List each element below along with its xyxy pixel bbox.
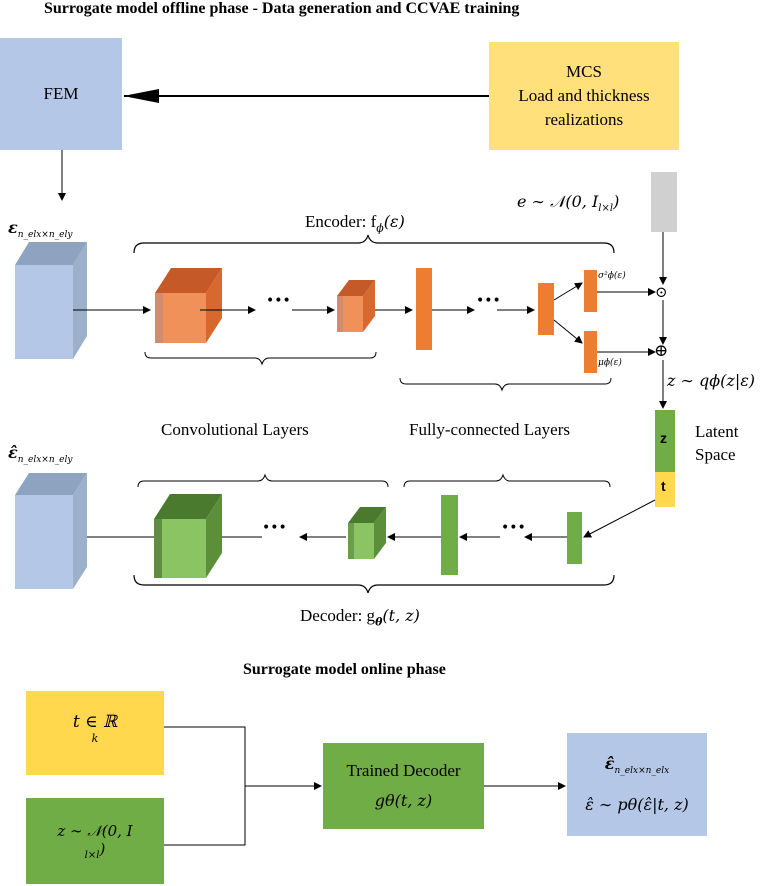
online-output-sub: n_elx×n_elx bbox=[614, 766, 670, 777]
encoder-conv-brace bbox=[144, 351, 377, 366]
decoder-label: Decoder: gθ(t, z) bbox=[300, 606, 420, 628]
online-merge-lines bbox=[164, 726, 246, 846]
enc-to-mu-arrow bbox=[553, 319, 583, 344]
mu-label: μϕ(ε) bbox=[598, 358, 622, 368]
online-output-label: ε̂n_elx×n_elx ε̂ ∼ pθ(ε̂|t, z) bbox=[567, 733, 707, 836]
input-symbol: ε bbox=[8, 218, 18, 237]
decoder-conv-block-1 bbox=[154, 494, 222, 578]
sigma-bar bbox=[584, 270, 597, 312]
decoder-fc-brace bbox=[403, 473, 611, 488]
noise-box bbox=[651, 172, 677, 232]
noise-label: e ∼ 𝒩(0, Il×l) bbox=[517, 192, 619, 214]
odot-symbol: ⊙ bbox=[655, 283, 668, 301]
online-decoder-title: Trained Decoder bbox=[346, 761, 461, 780]
oplus-symbol: ⊕ bbox=[654, 341, 669, 361]
input-subscript: n_elx×n_ely bbox=[17, 230, 73, 241]
encoder-arg: (ε) bbox=[383, 212, 405, 231]
online-z-sub: l×l bbox=[84, 849, 100, 861]
online-t-main: t ∈ ℝ bbox=[72, 712, 118, 733]
latent-z-bar bbox=[655, 410, 675, 472]
enc-to-sigma-arrow bbox=[553, 282, 583, 301]
latent-sample-label: z ∼ qϕ(z|ε) bbox=[667, 371, 756, 390]
online-decoder-label: Trained Decoder gθ(t, z) bbox=[323, 743, 484, 829]
dec-conv-ellipsis: ••• bbox=[262, 520, 287, 536]
latent-to-decoder-arrow bbox=[583, 499, 656, 538]
decoder-arg: (t, z) bbox=[382, 606, 420, 625]
input-label: εn_elx×n_ely bbox=[8, 218, 72, 240]
encoder-label: Encoder: fϕ(ε) bbox=[305, 212, 405, 234]
encoder-phi: ϕ bbox=[376, 221, 384, 235]
mcs-box bbox=[489, 42, 679, 150]
fem-label: FEM bbox=[0, 38, 122, 150]
mcs-line1: Load and thickness bbox=[518, 86, 650, 105]
encoder-conv-block-2 bbox=[337, 280, 375, 332]
encoder-brace bbox=[133, 234, 615, 254]
noise-paren: ) bbox=[613, 192, 620, 211]
online-z-box bbox=[26, 798, 164, 884]
noise-text: e ∼ 𝒩(0, I bbox=[517, 192, 599, 211]
online-decoder-box bbox=[323, 743, 484, 829]
online-t-sup: k bbox=[91, 732, 99, 746]
conv-layers-label: Convolutional Layers bbox=[161, 420, 309, 439]
decoder-brace bbox=[133, 574, 615, 594]
input-slab bbox=[15, 242, 87, 359]
dec-fc-ellipsis: ••• bbox=[501, 520, 526, 536]
online-title: Surrogate model online phase bbox=[243, 661, 446, 678]
latent-caption: Latent Space bbox=[695, 420, 738, 466]
encoder-conv-block-1 bbox=[155, 268, 222, 343]
online-output-line2: ε̂ ∼ pθ(ε̂|t, z) bbox=[585, 795, 689, 815]
latent-t-bar bbox=[655, 472, 675, 507]
latent-t-label: t bbox=[661, 478, 666, 494]
enc-fc-ellipsis: ••• bbox=[476, 293, 501, 309]
encoder-fc-bar-2 bbox=[538, 283, 554, 335]
output-symbol: ε̂ bbox=[8, 443, 18, 462]
fem-label-text: FEM bbox=[43, 84, 79, 103]
decoder-fc-bar-1 bbox=[567, 512, 582, 564]
noise-sub: l×l bbox=[598, 203, 614, 215]
output-label: ε̂n_elx×n_ely bbox=[8, 443, 72, 465]
decoder-conv-block-2 bbox=[348, 507, 386, 559]
online-t-box bbox=[26, 691, 164, 775]
online-output-line1: ε̂n_elx×n_elx bbox=[605, 747, 669, 788]
encoder-fc-brace bbox=[399, 377, 612, 392]
fem-box bbox=[0, 38, 122, 150]
latent-z-label: z bbox=[660, 430, 667, 446]
decoder-conv-brace bbox=[137, 473, 389, 488]
sigma-label: σ²ϕ(ε) bbox=[598, 271, 626, 281]
output-subscript: n_elx×n_ely bbox=[17, 455, 73, 466]
decoder-text: Decoder: g bbox=[300, 606, 376, 625]
online-decoder-formula: gθ(t, z) bbox=[374, 791, 433, 810]
online-output-symbol: ε̂ bbox=[604, 753, 615, 773]
decoder-theta: θ bbox=[375, 615, 383, 629]
decoder-fc-bar-2 bbox=[441, 495, 458, 575]
enc-conv-ellipsis: ••• bbox=[266, 293, 291, 309]
offline-title: Surrogate model offline phase - Data gen… bbox=[44, 0, 520, 17]
latent-caption-1: Latent bbox=[695, 422, 739, 441]
mcs-line2: realizations bbox=[544, 110, 624, 129]
online-output-box bbox=[567, 733, 707, 836]
fc-layers-label: Fully-connected Layers bbox=[409, 420, 570, 439]
encoder-text: Encoder: f bbox=[305, 212, 377, 231]
encoder-fc-bar-1 bbox=[416, 268, 432, 350]
output-slab bbox=[15, 473, 87, 589]
online-z-main: z ∼ 𝒩(0, I bbox=[57, 821, 133, 840]
mcs-title: MCS bbox=[566, 62, 602, 81]
mcs-label: MCS Load and thickness realizations bbox=[489, 42, 679, 150]
mu-bar bbox=[584, 331, 597, 373]
latent-caption-2: Space bbox=[695, 445, 736, 464]
